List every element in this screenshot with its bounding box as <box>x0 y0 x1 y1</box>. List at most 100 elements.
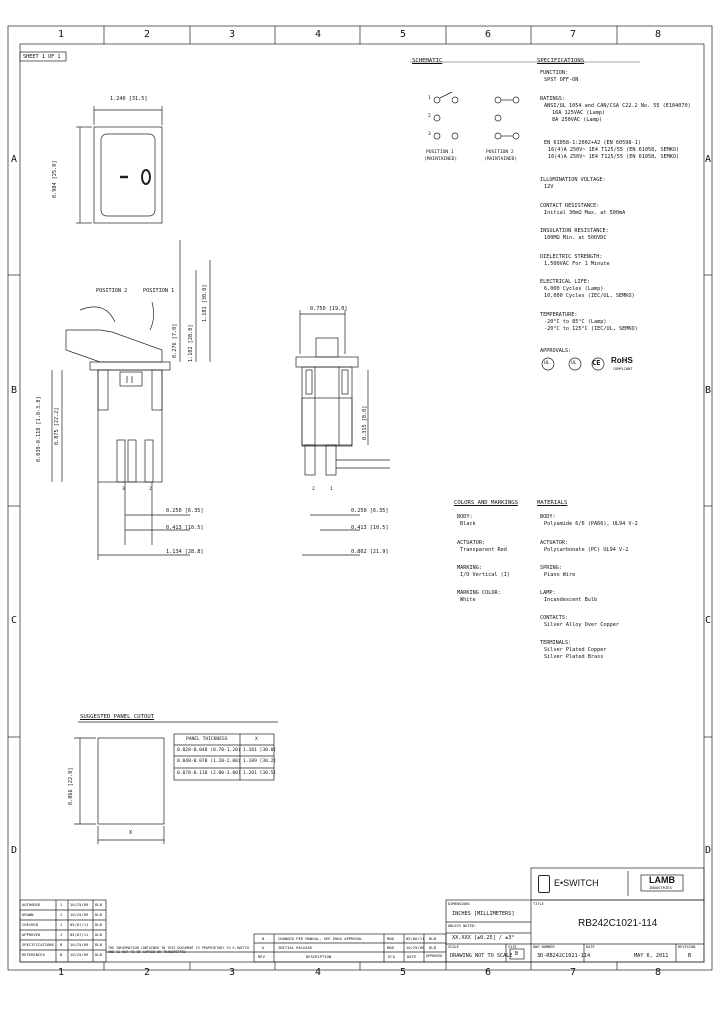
spec-ratings-line: 16(4)A 250V~ 1E4 T125/55 (EN 61058, SEMK… <box>548 147 680 153</box>
spec-life-value: 10,000 Cycles (IEC/UL, SEMKO) <box>544 293 635 299</box>
dim-side-h3: 1.181 [30.0] <box>202 284 208 322</box>
approval-role: AUTHORED <box>22 902 41 907</box>
revision-value: B <box>688 953 692 959</box>
spec-temp-value: -20°C to 125°C (IEC/UL, SEMKO) <box>544 326 638 332</box>
col-label-3: 3 <box>228 29 236 40</box>
mat-contacts-heading: CONTACTS: <box>540 615 569 621</box>
revision-eco: MOD <box>387 945 394 950</box>
lbl-date: DATE <box>586 945 595 949</box>
top-view-body <box>93 126 163 224</box>
spec-contact-value: Initial 30mΩ Max. at 500mA <box>544 210 626 216</box>
dim-front-b: 0.413 [10.5] <box>351 525 389 531</box>
dim-front-a: 0.250 [6.35] <box>351 508 389 514</box>
cutout-height: 0.866 [22.0] <box>68 767 74 805</box>
front-terminal-2: 2 <box>312 487 315 492</box>
color-body-value: Black <box>460 521 476 527</box>
revision-header: DATE <box>407 954 417 959</box>
lbl-revision: REVISION <box>678 945 696 949</box>
approval-rohs-sub: COMPLIANT <box>613 367 633 371</box>
revision-header: APPROVED <box>426 954 443 958</box>
scale-value: DRAWING NOT TO SCALE <box>450 953 513 959</box>
schematic-terminal-1: 1 <box>428 96 431 101</box>
row-label-c-right: C <box>704 615 712 626</box>
approval-rohs-icon: RoHS <box>611 356 633 365</box>
brand-lamb-sub: INDUSTRIES <box>649 885 672 890</box>
specs-title: SPECIFICATIONS <box>537 58 585 64</box>
cutout-table-cell: 1.189 [30.2] <box>243 759 277 764</box>
spec-approvals-heading: APPROVALS: <box>540 348 572 354</box>
drawing-title: RB242C1021-114 <box>578 918 658 929</box>
mat-lamp-heading: LAMP: <box>540 590 556 596</box>
col-label-7-bottom: 7 <box>569 967 577 978</box>
color-act-heading: ACTUATOR: <box>457 540 486 546</box>
dim-panel-range: 0.039-0.118 [1.0-3.0] <box>36 396 42 462</box>
spec-function-value: SPST OFF-ON <box>544 77 579 83</box>
col-label-4-bottom: 4 <box>314 967 322 978</box>
revision-header: REV <box>258 954 265 959</box>
col-label-2-bottom: 2 <box>143 967 151 978</box>
col-label-3-bottom: 3 <box>228 967 236 978</box>
spec-ratings-line: EN 61058-1:2002+A2 (EN 60598-1) <box>544 140 641 146</box>
colors-title: COLORS AND MARKINGS <box>454 500 518 506</box>
revision-desc: CHANGED PER MANUAL, SEE ENGG APPROVAL <box>278 936 363 941</box>
tol-label: UNLESS NOTED: <box>448 924 477 928</box>
dim-side-h1: 0.276 [7.0] <box>172 323 178 358</box>
approval-role: SPECIFICATIONS <box>22 942 55 947</box>
col-label-5-bottom: 5 <box>399 967 407 978</box>
col-label-8-bottom: 8 <box>654 967 662 978</box>
color-markc-value: White <box>460 597 476 603</box>
mat-term-value: Silver Plated Brass <box>544 654 604 660</box>
spec-function-heading: FUNCTION: <box>540 70 569 76</box>
row-label-a: A <box>10 154 18 165</box>
schematic-terminal-2: 2 <box>428 114 431 119</box>
cutout-table-cell: 1.201 [30.5] <box>243 771 277 776</box>
mat-act-value: Polycarbonate (PC) UL94 V-2 <box>544 547 629 553</box>
row-label-d: D <box>10 845 18 856</box>
col-label-4: 4 <box>314 29 322 40</box>
approval-by: DLB <box>95 932 102 937</box>
sheet-label: SHEET 1 OF 1 <box>23 54 61 60</box>
revision-header: ECO <box>388 954 395 959</box>
mat-spring-value: Piano Wire <box>544 572 576 578</box>
col-label-6-bottom: 6 <box>484 967 492 978</box>
front-terminal-1: 1 <box>330 487 333 492</box>
dim-side-h4: 0.875 [22.2] <box>54 407 60 445</box>
approval-rev: J <box>60 902 63 907</box>
approval-rev: J <box>60 932 63 937</box>
approval-cul-icon: UL <box>571 361 577 366</box>
dim-side-h2: 1.102 [28.0] <box>188 324 194 362</box>
approval-by: DLB <box>95 912 102 917</box>
spec-temp-value: -20°C to 85°C (Lamp) <box>544 319 607 325</box>
spec-life-heading: ELECTRICAL LIFE: <box>540 279 590 285</box>
schematic-terminal-3: 3 <box>428 132 431 137</box>
drawing-date: MAY 6, 2011 <box>634 953 669 959</box>
approval-role: CHECKED <box>22 922 39 927</box>
spec-temp-heading: TEMPERATURE: <box>540 312 578 318</box>
tol-value: XX.XXX [±0.25] / ±3° <box>452 935 515 941</box>
spec-diel-value: 1,500VAC For 1 Minute <box>544 261 610 267</box>
lbl-scale: SCALE <box>448 945 459 949</box>
approval-date: 10/25/09 <box>70 952 89 957</box>
side-view-actuator <box>65 329 163 363</box>
mat-body-heading: BODY: <box>540 514 556 520</box>
color-markc-heading: MARKING COLOR: <box>457 590 501 596</box>
side-view-bezel <box>89 361 171 371</box>
mat-contacts-value: Silver Alloy Over Copper <box>544 622 619 628</box>
lbl-title: TITLE <box>533 902 544 906</box>
color-mark-heading: MARKING: <box>457 565 482 571</box>
approval-role: APPROVED <box>22 932 41 937</box>
approval-rev: J <box>60 922 63 927</box>
cutout-table-cell: 0.048-0.078 (1.20-2.00) <box>177 759 241 764</box>
spec-life-value: 6,000 Cycles (Lamp) <box>544 286 604 292</box>
schematic-pos1: POSITION 1 <box>426 150 454 155</box>
approval-by: DLB <box>95 952 102 957</box>
approval-by: DLB <box>95 942 102 947</box>
label-position-2: POSITION 2 <box>96 288 128 294</box>
col-label-1: 1 <box>57 29 65 40</box>
dim-front-w: 0.750 [19.0] <box>310 306 348 312</box>
revision-eco: MOD <box>387 936 394 941</box>
eswitch-logo-icon <box>538 875 550 893</box>
spec-ratings-heading: RATINGS: <box>540 96 565 102</box>
col-label-5: 5 <box>399 29 407 40</box>
